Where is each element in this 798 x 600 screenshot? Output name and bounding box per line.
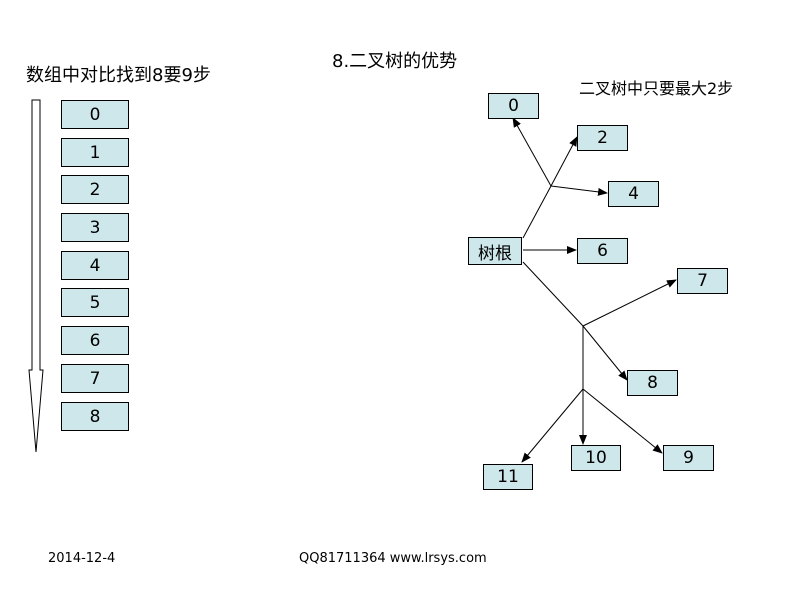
array-cell-1: 1 xyxy=(61,138,129,167)
edge-root-lower xyxy=(522,261,584,327)
tree-root: 树根 xyxy=(468,237,522,265)
array-cell-5: 5 xyxy=(61,288,129,317)
tree-node-9: 9 xyxy=(663,445,714,471)
edge-to-8 xyxy=(582,325,628,381)
tree-caption: 二叉树中只要最大2步 xyxy=(579,79,734,98)
edge-to-9 xyxy=(582,388,663,454)
tree-node-7: 7 xyxy=(677,268,728,294)
slide-title: 8.二叉树的优势 xyxy=(332,51,458,72)
footer-date: 2014-12-4 xyxy=(48,551,116,566)
array-cell-6: 6 xyxy=(61,326,129,355)
tree-node-4: 4 xyxy=(608,181,659,207)
edge-to-11 xyxy=(521,388,584,463)
array-caption: 数组中对比找到8要9步 xyxy=(26,65,211,86)
array-cell-2: 2 xyxy=(61,175,129,204)
array-cell-0: 0 xyxy=(61,100,129,129)
edge-root-upper xyxy=(522,185,552,239)
scan-direction-arrow-icon xyxy=(28,99,44,453)
edge-to-7 xyxy=(582,279,677,327)
edge-to-4 xyxy=(550,185,608,196)
footer-site: QQ81711364 www.lrsys.com xyxy=(299,551,487,566)
tree-node-8: 8 xyxy=(627,370,678,396)
tree-node-0: 0 xyxy=(488,93,539,119)
tree-node-2: 2 xyxy=(577,125,628,151)
edge-to-0 xyxy=(512,117,552,187)
tree-node-11: 11 xyxy=(483,464,533,490)
edge-to-2 xyxy=(550,136,578,187)
array-cell-8: 8 xyxy=(61,402,129,431)
array-cell-3: 3 xyxy=(61,213,129,242)
array-cell-4: 4 xyxy=(61,251,129,280)
array-cell-7: 7 xyxy=(61,364,129,393)
tree-node-6: 6 xyxy=(577,238,628,264)
tree-node-10: 10 xyxy=(571,445,621,471)
